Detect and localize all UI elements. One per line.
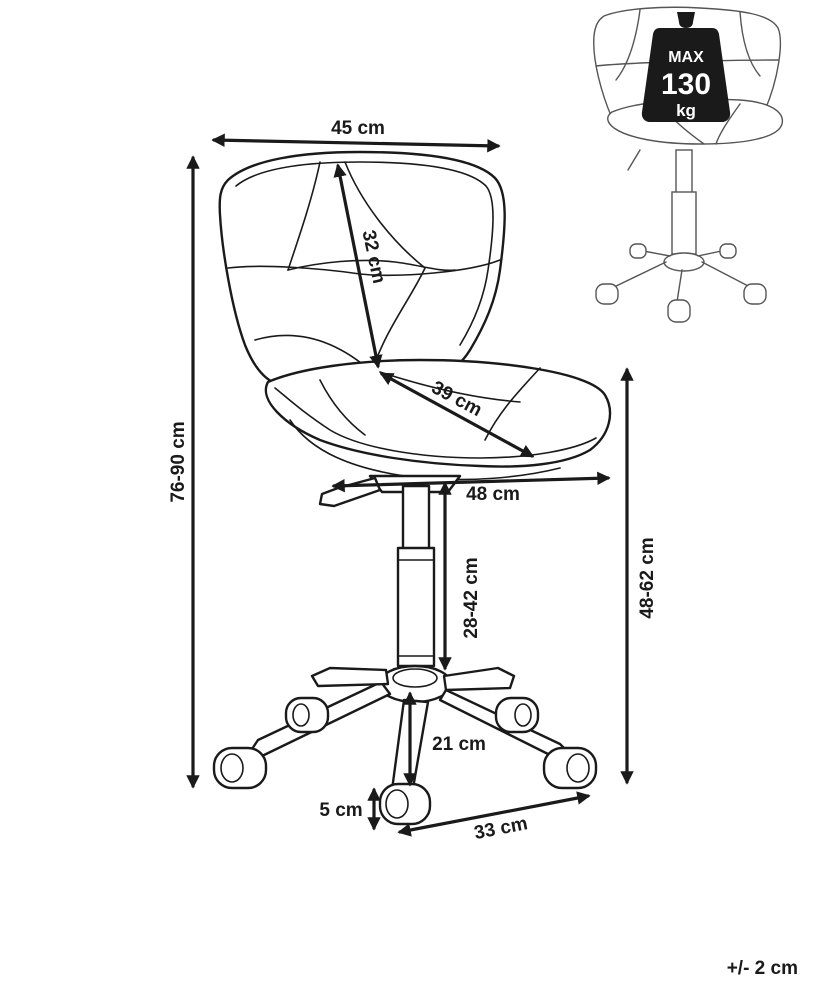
base-leg-back-left — [310, 666, 390, 688]
caster-front — [378, 782, 432, 826]
arrow-seat-depth — [379, 372, 535, 458]
max-load-line1: MAX — [668, 49, 704, 66]
arrow-base-radius — [397, 791, 591, 837]
label-back-width: 45 cm — [331, 118, 385, 139]
height-lever — [318, 476, 382, 508]
arrow-back-width — [211, 133, 501, 153]
caster-back-right — [494, 696, 540, 734]
max-load-unit: kg — [676, 101, 696, 120]
gas-lift-upper — [401, 484, 431, 552]
tolerance-note: +/- 2 cm — [727, 958, 798, 979]
arrow-seat-width — [331, 471, 611, 493]
caster-back-left — [284, 696, 330, 734]
label-seat-width: 48 cm — [466, 484, 520, 505]
dimension-arrows — [186, 133, 634, 837]
label-gas-lift: 28-42 cm — [461, 557, 482, 638]
label-seat-height: 48-62 cm — [637, 537, 658, 618]
small-chair-drawing: MAX 130 kg — [593, 6, 783, 323]
label-caster-height: 5 cm — [319, 800, 362, 821]
caster-right — [542, 746, 598, 790]
caster-left — [212, 746, 268, 790]
max-load-value: 130 — [661, 68, 711, 101]
max-load-badge: MAX 130 kg — [641, 12, 731, 122]
base-hub — [377, 664, 453, 704]
label-base-height: 21 cm — [432, 734, 486, 755]
base-leg-back-right — [442, 666, 516, 692]
gas-lift-lower — [396, 546, 436, 668]
weight-icon — [677, 12, 695, 28]
arrow-backrest-height — [333, 163, 383, 369]
chair-drawing — [212, 150, 612, 826]
label-total-height: 76-90 cm — [168, 421, 189, 502]
backrest — [218, 150, 506, 387]
